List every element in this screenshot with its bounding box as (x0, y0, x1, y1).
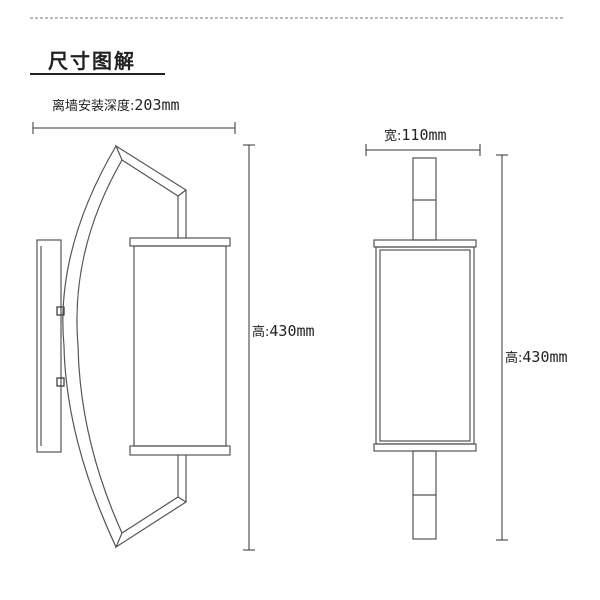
mount-screw-top (56, 306, 65, 316)
wall-plate (36, 239, 62, 453)
curved-arm-inner (76, 159, 123, 534)
height-front-label: 高:430mm (505, 348, 568, 366)
width-dimension: 宽:110mm (365, 126, 481, 156)
curved-arm-outer (62, 145, 117, 548)
width-label: 宽:110mm (384, 126, 447, 144)
side-shade-bottom-cap (129, 445, 231, 456)
height-dimension-side: 高:430mm (243, 144, 315, 551)
front-shade-bottom-cap (373, 443, 477, 452)
front-top-stem (412, 157, 437, 241)
depth-label: 离墙安装深度:203mm (52, 96, 180, 114)
side-view-lamp (36, 144, 231, 549)
section-title-block: 尺寸图解 (30, 49, 165, 75)
front-shade-body (375, 246, 475, 445)
side-shade-body (133, 245, 227, 447)
height-dimension-front: 高:430mm (496, 154, 568, 541)
depth-value: 203mm (134, 96, 179, 114)
section-title: 尺寸图解 (48, 49, 136, 73)
depth-dimension: 离墙安装深度:203mm (32, 96, 236, 134)
width-value: 110mm (401, 126, 446, 144)
height-front-value: 430mm (522, 348, 567, 366)
front-view-lamp (373, 157, 477, 540)
side-shade-top-cap (129, 237, 231, 247)
height-side-value: 430mm (269, 322, 314, 340)
front-shade-top-cap (373, 239, 477, 248)
height-side-label: 高:430mm (252, 322, 315, 340)
mount-screw-bottom (56, 377, 65, 387)
